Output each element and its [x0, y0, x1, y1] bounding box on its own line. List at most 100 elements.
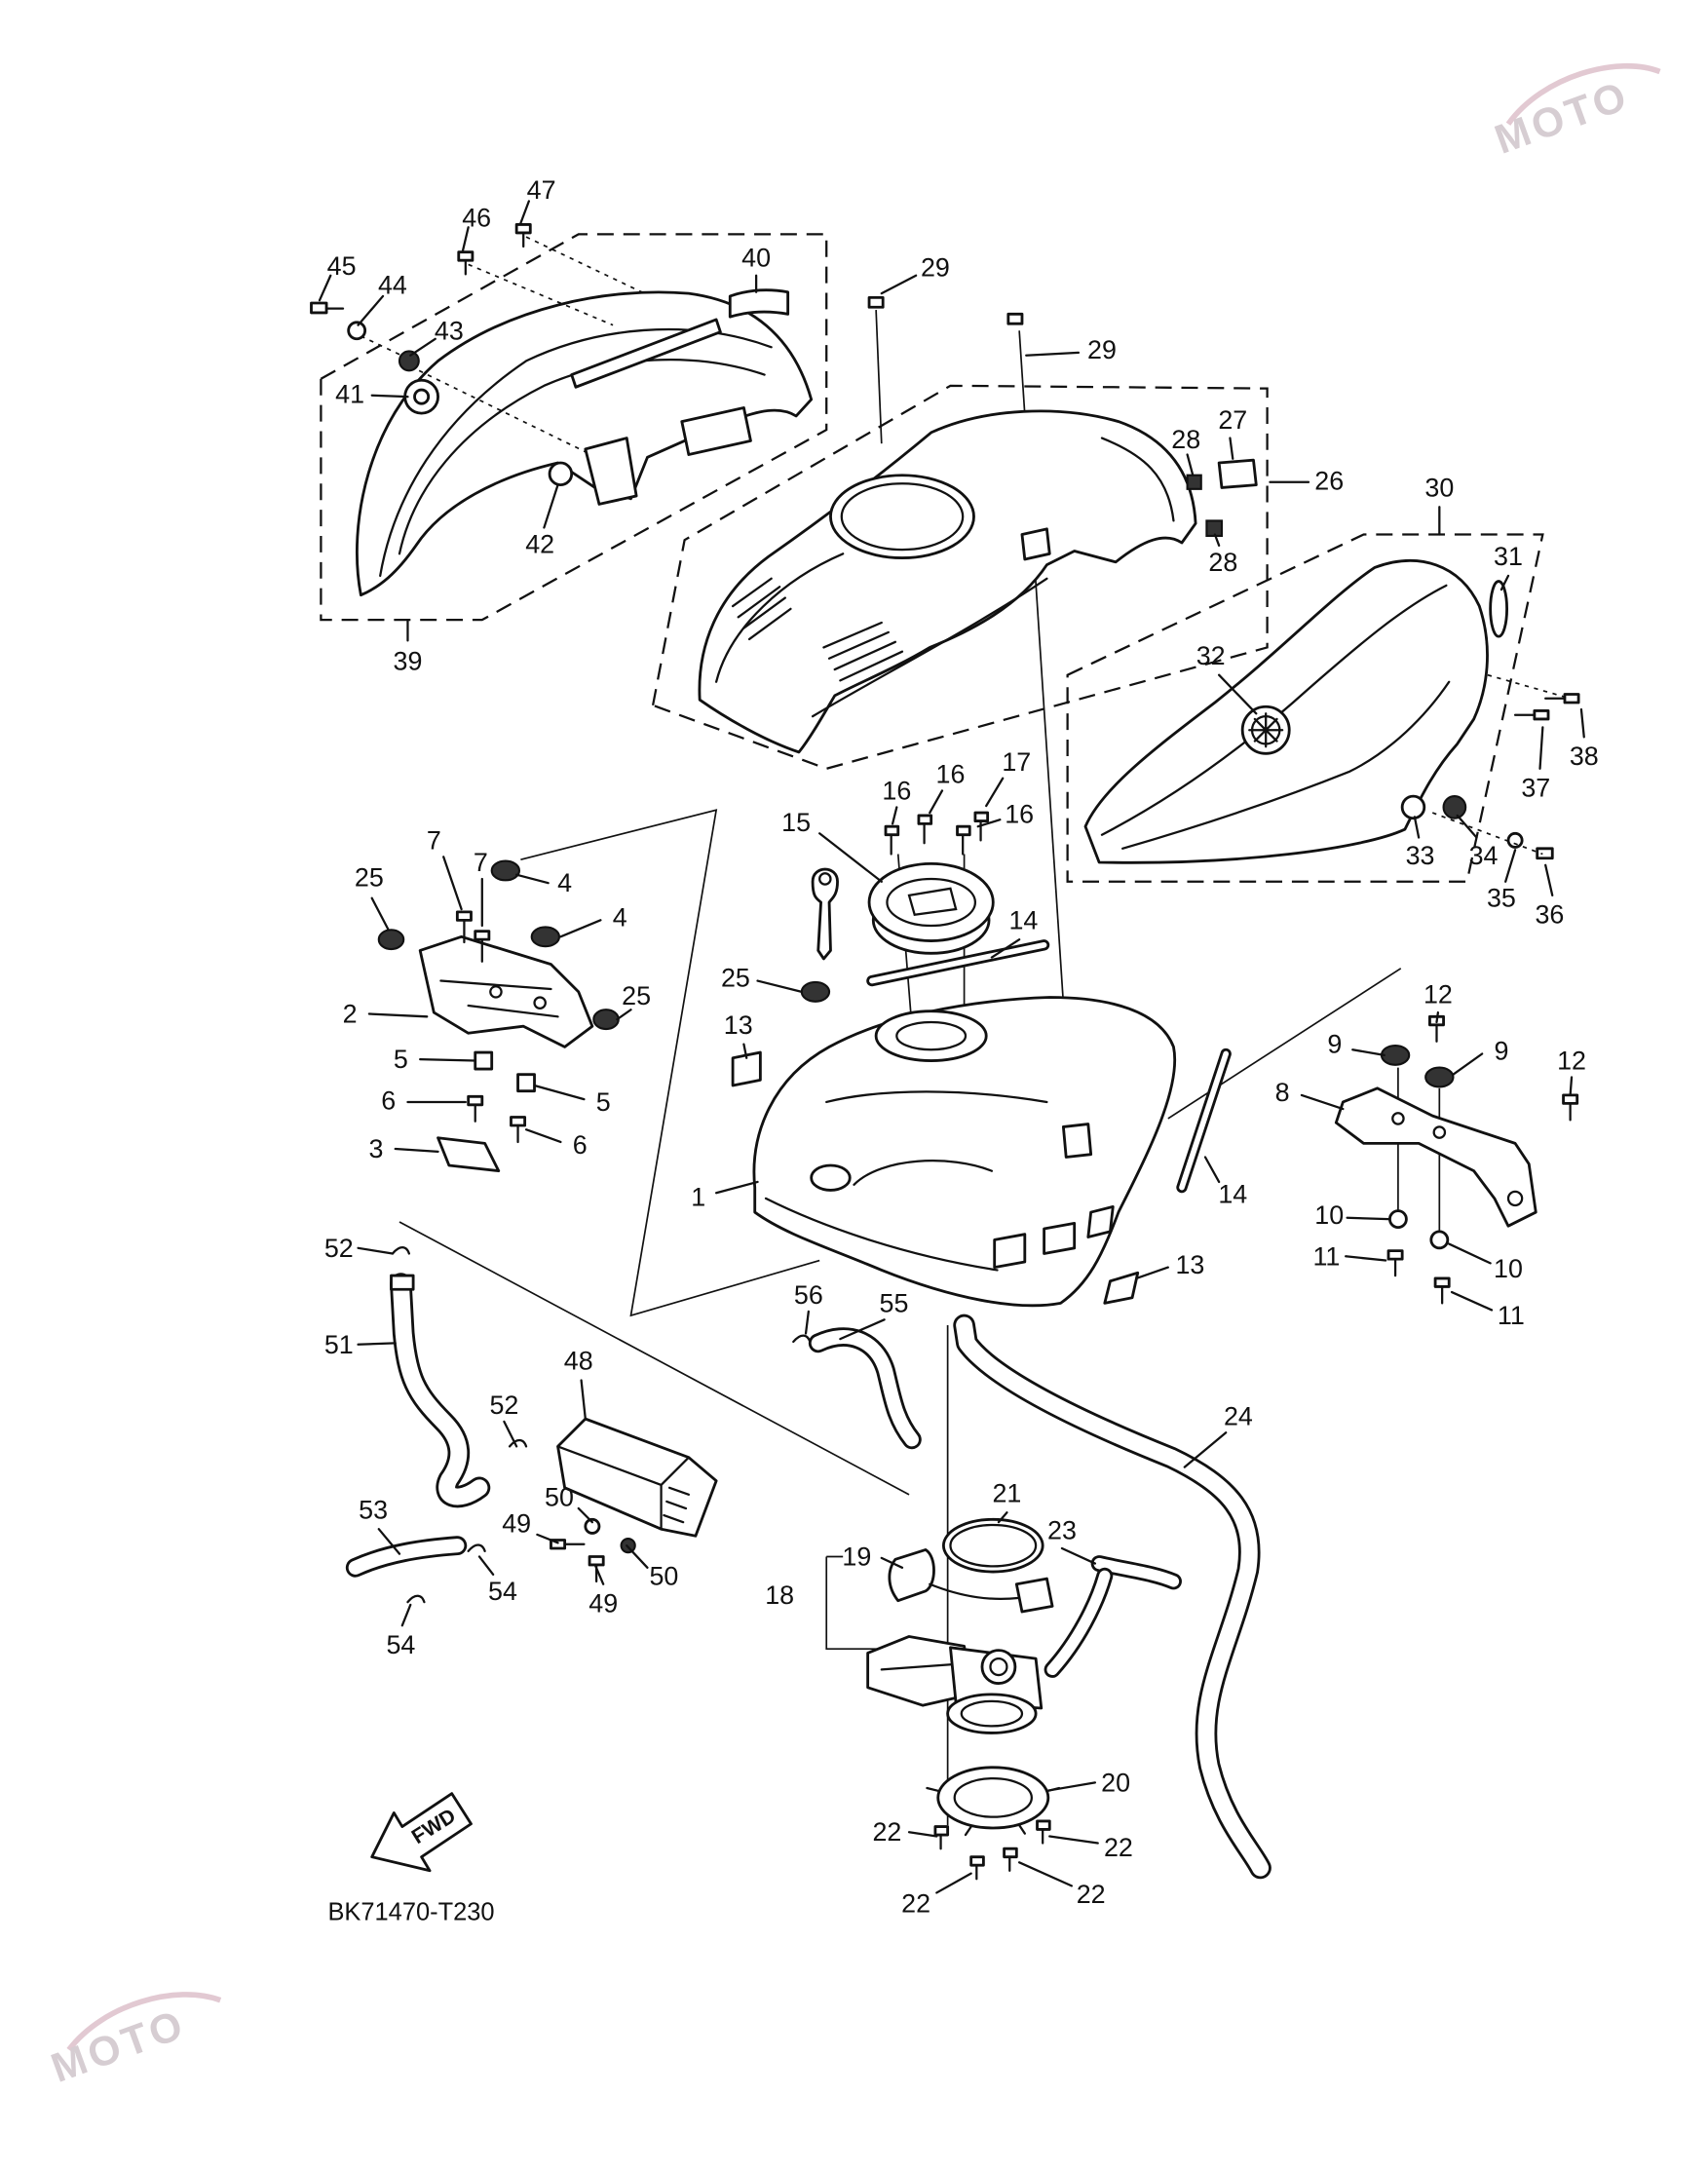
fwd-arrow: FWD — [370, 1792, 473, 1873]
callout-6: 6 — [381, 1086, 396, 1116]
callout-35: 35 — [1487, 884, 1516, 913]
key — [811, 867, 839, 961]
washer-35 — [1506, 831, 1524, 849]
callout-14: 14 — [1008, 905, 1038, 934]
callout-30: 30 — [1424, 473, 1454, 502]
yamaha-emblem-32 — [1240, 705, 1291, 755]
callout-2: 2 — [343, 999, 358, 1028]
callout-29: 29 — [1087, 335, 1117, 364]
callout-17: 17 — [1002, 747, 1031, 777]
sticker-27 — [1217, 458, 1258, 489]
callout-11: 11 — [1312, 1241, 1340, 1271]
callout-16: 16 — [936, 760, 966, 789]
callout-9: 9 — [1494, 1037, 1508, 1066]
seal-strips — [866, 939, 1232, 1194]
sticker-13a — [731, 1050, 762, 1087]
filter-19 — [888, 1548, 935, 1603]
callout-24: 24 — [1224, 1401, 1253, 1430]
callout-12: 12 — [1423, 980, 1453, 1009]
callout-22: 22 — [872, 1817, 901, 1847]
callout-25: 25 — [355, 863, 384, 893]
callout-50: 50 — [545, 1483, 574, 1512]
callout-21: 21 — [992, 1478, 1021, 1507]
callout-37: 37 — [1521, 774, 1550, 803]
tank-lock — [810, 1163, 852, 1192]
callout-51: 51 — [324, 1330, 354, 1359]
plate-3 — [436, 1136, 501, 1173]
callout-10: 10 — [1314, 1200, 1344, 1230]
callout-20: 20 — [1101, 1768, 1130, 1797]
callout-54: 54 — [386, 1630, 415, 1659]
sticker-40 — [728, 288, 790, 319]
damper-25-center — [800, 980, 831, 1003]
callout-39: 39 — [394, 647, 423, 676]
callout-25: 25 — [622, 981, 651, 1010]
svg-text:MOTO: MOTO — [45, 2000, 192, 2091]
callout-9: 9 — [1327, 1030, 1342, 1059]
callout-14: 14 — [1218, 1180, 1247, 1209]
callout-numbers: 4746454443404142392929272826283031323837… — [324, 175, 1599, 1919]
callout-19: 19 — [842, 1542, 871, 1571]
callout-44: 44 — [378, 271, 407, 300]
callout-26: 26 — [1314, 466, 1344, 495]
watermark-logo-top: MOTO — [1489, 62, 1661, 163]
emblem-31 — [1489, 580, 1509, 638]
callout-22: 22 — [901, 1889, 930, 1919]
callout-7: 7 — [474, 848, 488, 877]
hoses — [345, 1245, 1272, 1880]
callout-16: 16 — [882, 776, 911, 805]
callout-52: 52 — [489, 1390, 518, 1420]
svg-text:MOTO: MOTO — [1489, 72, 1636, 163]
callout-5: 5 — [394, 1045, 408, 1074]
rear-bracket — [1334, 1014, 1579, 1305]
clip-28a — [1186, 474, 1202, 490]
callout-45: 45 — [327, 251, 357, 281]
callout-53: 53 — [359, 1495, 388, 1524]
callout-5: 5 — [596, 1087, 611, 1117]
callout-49: 49 — [588, 1589, 618, 1619]
callout-56: 56 — [794, 1280, 823, 1310]
callout-1: 1 — [691, 1183, 705, 1212]
watermark-logo-bottom: MOTO — [45, 1992, 222, 2091]
callout-4: 4 — [557, 868, 572, 897]
callout-40: 40 — [741, 243, 771, 272]
callout-3: 3 — [368, 1134, 383, 1163]
callout-18: 18 — [765, 1581, 794, 1610]
callout-13: 13 — [724, 1010, 753, 1040]
callout-31: 31 — [1494, 542, 1523, 571]
callout-33: 33 — [1406, 841, 1435, 870]
callout-55: 55 — [880, 1288, 909, 1317]
callout-42: 42 — [525, 529, 554, 558]
callout-28: 28 — [1171, 425, 1200, 454]
callout-47: 47 — [527, 175, 556, 205]
fuel-cap-assembly — [811, 811, 995, 961]
sticker-13b — [1103, 1271, 1140, 1305]
callout-49: 49 — [502, 1509, 531, 1539]
assembly-boundaries — [320, 233, 1544, 883]
callout-54: 54 — [488, 1577, 517, 1606]
callout-34: 34 — [1469, 841, 1499, 870]
fasteners-top-left — [310, 223, 532, 372]
callout-43: 43 — [435, 316, 464, 345]
callout-52: 52 — [324, 1234, 354, 1263]
callout-27: 27 — [1218, 405, 1247, 435]
callout-41: 41 — [335, 379, 364, 408]
diagram-code: BK71470-T230 — [327, 1899, 494, 1926]
callout-25: 25 — [721, 964, 750, 993]
clip-28b — [1205, 519, 1224, 537]
side-cover-left — [355, 236, 814, 597]
callout-22: 22 — [1104, 1833, 1133, 1862]
callout-32: 32 — [1196, 641, 1226, 670]
callout-28: 28 — [1208, 548, 1237, 577]
callout-8: 8 — [1275, 1078, 1290, 1107]
callout-15: 15 — [781, 808, 811, 837]
callout-6: 6 — [573, 1130, 588, 1160]
callout-36: 36 — [1535, 900, 1564, 930]
callout-50: 50 — [649, 1561, 678, 1590]
callout-16: 16 — [1005, 800, 1034, 829]
callout-11: 11 — [1498, 1301, 1525, 1330]
fuel-tank — [731, 980, 1177, 1308]
retainer-ring-20 — [936, 1766, 1050, 1830]
gasket-21 — [941, 1517, 1044, 1574]
